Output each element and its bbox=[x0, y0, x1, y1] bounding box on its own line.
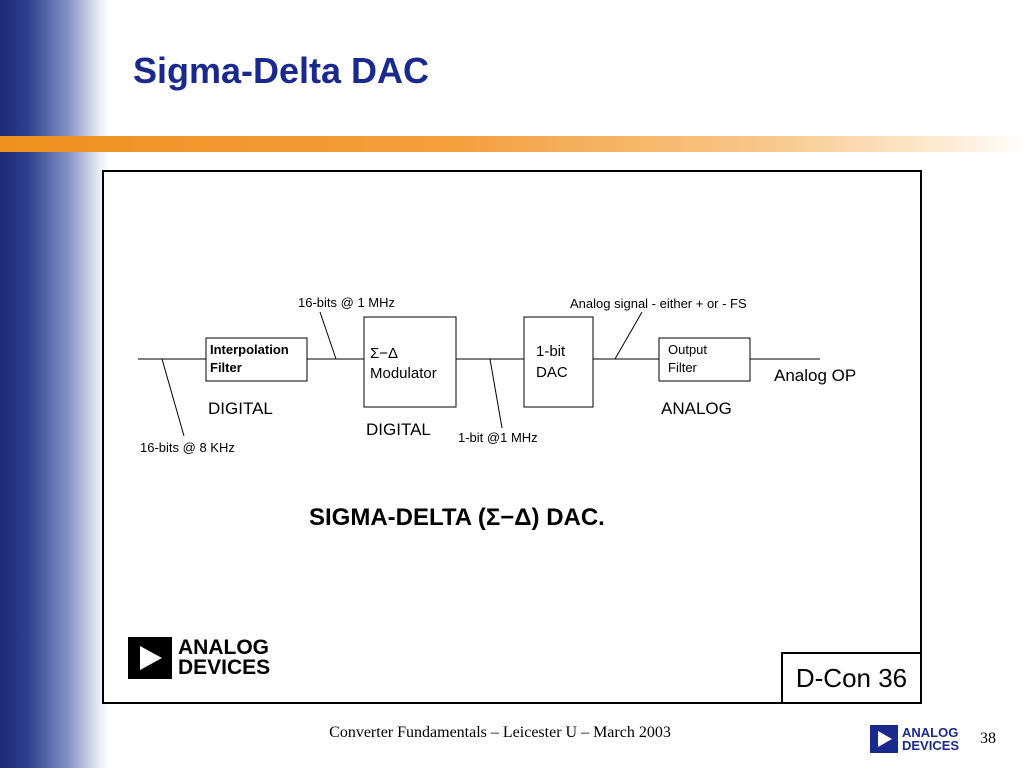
leader-16bits-8khz bbox=[161, 358, 185, 437]
play-triangle-icon bbox=[870, 725, 898, 753]
label-1bit-1mhz: 1-bit @1 MHz bbox=[458, 430, 538, 445]
diagram-caption: SIGMA-DELTA (Σ−Δ) DAC. bbox=[309, 504, 605, 531]
mod-label-2: Modulator bbox=[370, 365, 437, 382]
slide-code-box: D-Con 36 bbox=[781, 652, 920, 702]
leader-16bits-1mhz bbox=[319, 311, 337, 360]
analog-devices-logo-diagram: ANALOG DEVICES bbox=[128, 637, 270, 679]
label-16bits-1mhz: 16-bits @ 1 MHz bbox=[298, 295, 395, 310]
diagram-frame: Interpolation Filter Σ−Δ Modulator 1-bit… bbox=[102, 170, 922, 704]
slide-title: Sigma-Delta DAC bbox=[133, 50, 430, 91]
output-filter-block bbox=[658, 337, 751, 382]
logo-line-1: ANALOG bbox=[178, 636, 269, 659]
label-analog: ANALOG bbox=[661, 399, 732, 418]
left-gradient-bar bbox=[0, 0, 110, 768]
interpolation-filter-block bbox=[205, 337, 308, 382]
play-triangle-icon bbox=[128, 637, 172, 679]
footer-logo-line-1: ANALOG bbox=[902, 725, 959, 740]
title-underline-bar bbox=[0, 136, 1024, 152]
footer-logo-text: ANALOG DEVICES bbox=[902, 726, 959, 752]
block-diagram: Interpolation Filter Σ−Δ Modulator 1-bit… bbox=[138, 295, 856, 531]
page-number: 38 bbox=[980, 730, 996, 747]
leader-1bit-1mhz bbox=[489, 358, 503, 429]
label-analog-op: Analog OP bbox=[774, 366, 856, 385]
mod-label-1: Σ−Δ bbox=[370, 345, 398, 362]
dac-label-2: DAC bbox=[536, 364, 568, 381]
interp-label-1: Interpolation bbox=[210, 342, 289, 357]
logo-text: ANALOG DEVICES bbox=[178, 636, 271, 679]
footer-text: Converter Fundamentals – Leicester U – M… bbox=[329, 724, 671, 741]
out-filter-label-2: Filter bbox=[668, 360, 698, 375]
logo-line-2: DEVICES bbox=[178, 656, 271, 679]
interp-label-2: Filter bbox=[210, 360, 242, 375]
dac-label-1: 1-bit bbox=[536, 343, 566, 360]
label-digital-1: DIGITAL bbox=[208, 399, 273, 418]
label-analog-signal: Analog signal - either + or - FS bbox=[570, 296, 747, 311]
analog-devices-logo-footer: ANALOG DEVICES bbox=[870, 725, 959, 753]
label-16bits-8khz: 16-bits @ 8 KHz bbox=[140, 440, 235, 455]
one-bit-dac-block bbox=[523, 316, 594, 408]
label-digital-2: DIGITAL bbox=[366, 420, 431, 439]
out-filter-label-1: Output bbox=[668, 342, 707, 357]
footer-logo-line-2: DEVICES bbox=[902, 738, 960, 753]
modulator-block bbox=[363, 316, 457, 408]
leader-analog-signal bbox=[614, 311, 643, 360]
